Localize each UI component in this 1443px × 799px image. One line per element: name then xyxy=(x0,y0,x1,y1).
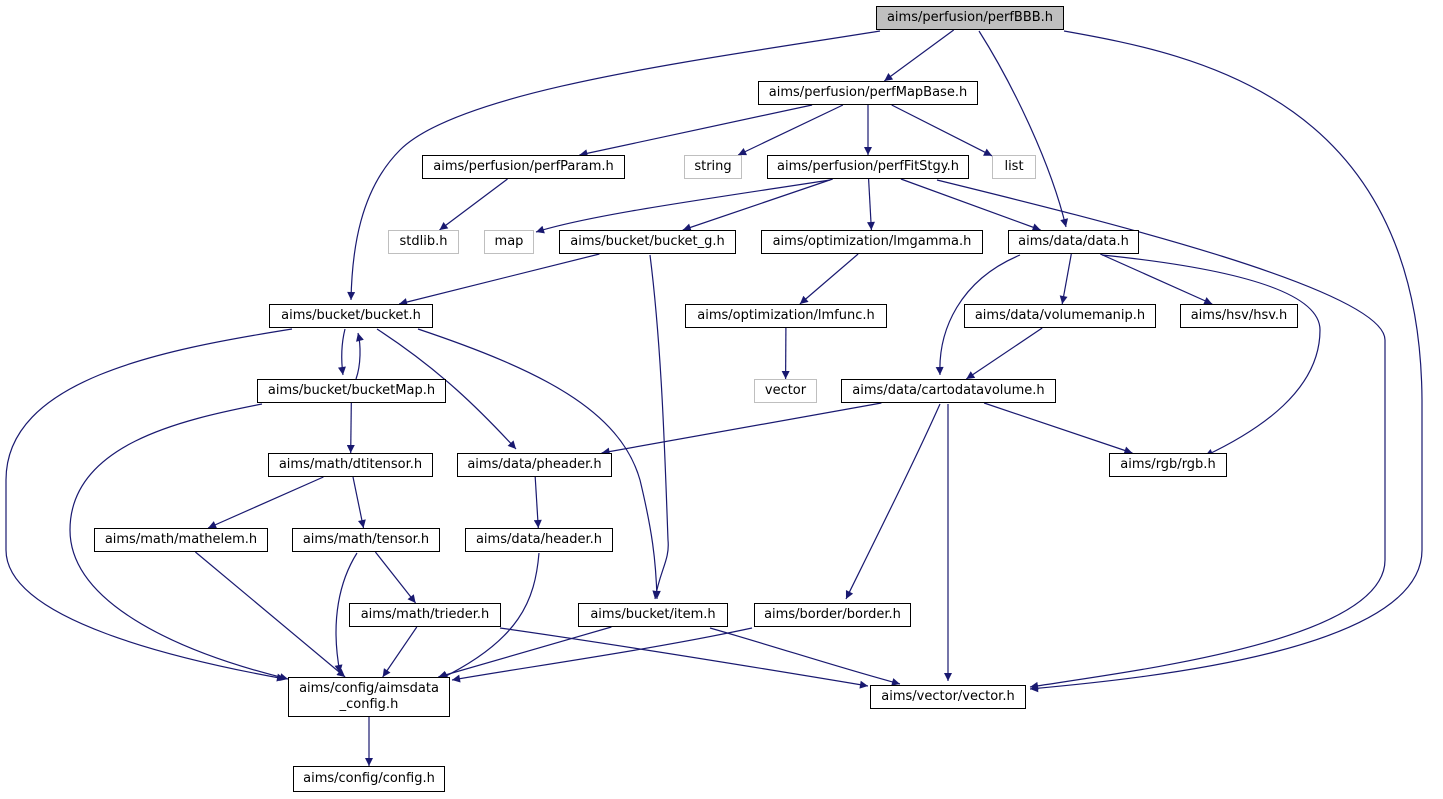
edge-item-to-aimsdata_config xyxy=(438,626,612,679)
edge-mathelem-to-aimsdata_config xyxy=(195,551,346,678)
edge-lmgamma-to-lmfunc xyxy=(799,253,859,305)
edge-perfMapBase-to-string xyxy=(737,104,844,156)
node-lmgamma[interactable]: aims/optimization/lmgamma.h xyxy=(761,230,983,254)
node-perfMapBase[interactable]: aims/perfusion/perfMapBase.h xyxy=(758,81,978,105)
edge-pheader-to-header xyxy=(533,476,542,529)
edge-bucketMap-to-dtitensor xyxy=(346,402,355,454)
node-mathelem[interactable]: aims/math/mathelem.h xyxy=(94,528,268,552)
node-volumemanip[interactable]: aims/data/volumemanip.h xyxy=(964,304,1156,328)
node-header[interactable]: aims/data/header.h xyxy=(465,528,613,552)
node-pheader[interactable]: aims/data/pheader.h xyxy=(457,453,612,477)
edge-data-to-volumemanip xyxy=(1059,253,1072,305)
edge-item-to-vectorh xyxy=(709,627,901,686)
node-bucketMap[interactable]: aims/bucket/bucketMap.h xyxy=(257,379,446,403)
edge-trieder-to-aimsdata_config xyxy=(382,626,418,678)
node-list: list xyxy=(992,155,1036,179)
edge-data-to-rgb xyxy=(1101,254,1321,457)
edge-perfParam-to-stdlib xyxy=(439,178,508,231)
node-perfParam[interactable]: aims/perfusion/perfParam.h xyxy=(422,155,625,179)
edge-bucket_g-to-bucket xyxy=(398,253,600,306)
edge-cartodatavolume-to-border xyxy=(845,403,941,600)
edge-dtitensor-to-mathelem xyxy=(207,476,324,529)
edge-perfMapBase-to-list xyxy=(891,104,993,157)
edge-bucketMap-to-aimsdata_config xyxy=(69,403,289,681)
edge-cartodatavolume-to-rgb xyxy=(983,402,1133,455)
edge-tensor-to-trieder xyxy=(374,551,417,604)
node-map: map xyxy=(484,230,534,254)
edge-bucket-to-pheader xyxy=(376,328,517,450)
node-bucket[interactable]: aims/bucket/bucket.h xyxy=(269,304,433,328)
edge-tensor-to-aimsdata_config xyxy=(334,552,358,674)
edge-perfFitStgy-to-vectorh xyxy=(936,179,1386,690)
edge-perfFitStgy-to-lmgamma xyxy=(866,178,875,231)
node-perfBBB: aims/perfusion/perfBBB.h xyxy=(876,6,1064,30)
edge-bucket_g-to-item xyxy=(649,254,669,600)
edge-perfFitStgy-to-bucket_g xyxy=(682,178,833,232)
node-lmfunc[interactable]: aims/optimization/lmfunc.h xyxy=(685,304,887,328)
edge-data-to-hsv xyxy=(1100,253,1213,305)
edge-trieder-to-vectorh xyxy=(499,627,869,689)
node-vector-h[interactable]: aims/vector/vector.h xyxy=(870,685,1026,709)
node-item[interactable]: aims/bucket/item.h xyxy=(578,603,728,627)
edge-perfFitStgy-to-data xyxy=(900,178,1041,232)
edge-bucketMap-to-bucket xyxy=(355,332,364,380)
node-border[interactable]: aims/border/border.h xyxy=(754,603,911,627)
edge-cartodatavolume-to-pheader xyxy=(601,402,882,456)
edge-perfBBB-to-perfMapBase xyxy=(883,29,955,82)
node-stdlib: stdlib.h xyxy=(388,230,459,254)
edge-border-to-aimsdata_config xyxy=(451,627,753,683)
node-trieder[interactable]: aims/math/trieder.h xyxy=(349,603,501,627)
node-perfFitStgy[interactable]: aims/perfusion/perfFitStgy.h xyxy=(767,155,969,179)
edge-perfBBB-to-vectorh xyxy=(1029,30,1423,693)
node-dtitensor[interactable]: aims/math/dtitensor.h xyxy=(268,453,433,477)
node-rgb[interactable]: aims/rgb/rgb.h xyxy=(1109,453,1227,477)
node-hsv[interactable]: aims/hsv/hsv.h xyxy=(1180,304,1298,328)
node-tensor[interactable]: aims/math/tensor.h xyxy=(292,528,440,552)
edge-perfFitStgy-to-map xyxy=(535,179,831,234)
edge-perfMapBase-to-perfParam xyxy=(579,104,813,158)
edge-volumemanip-to-cartodatavolume xyxy=(965,327,1043,380)
edge-perfBBB-to-bucket xyxy=(347,30,881,301)
node-bucket-g[interactable]: aims/bucket/bucket_g.h xyxy=(559,230,736,254)
edge-dtitensor-to-tensor xyxy=(352,476,366,529)
edge-data-to-cartodatavolume xyxy=(935,254,1021,376)
node-vector: vector xyxy=(754,379,817,403)
edge-bucket-to-item xyxy=(417,328,661,600)
edge-bucket-to-aimsdata_config xyxy=(5,328,293,682)
edge-perfBBB-to-data xyxy=(978,30,1069,228)
node-data[interactable]: aims/data/data.h xyxy=(1008,230,1139,254)
node-aimsdata-config[interactable]: aims/config/aimsdata _config.h xyxy=(288,677,450,717)
node-cartodatavolume[interactable]: aims/data/cartodatavolume.h xyxy=(841,379,1056,403)
node-string: string xyxy=(684,155,742,179)
edge-header-to-aimsdata_config xyxy=(439,552,540,680)
node-config[interactable]: aims/config/config.h xyxy=(293,766,445,792)
edge-bucket-to-bucketMap xyxy=(337,328,346,376)
